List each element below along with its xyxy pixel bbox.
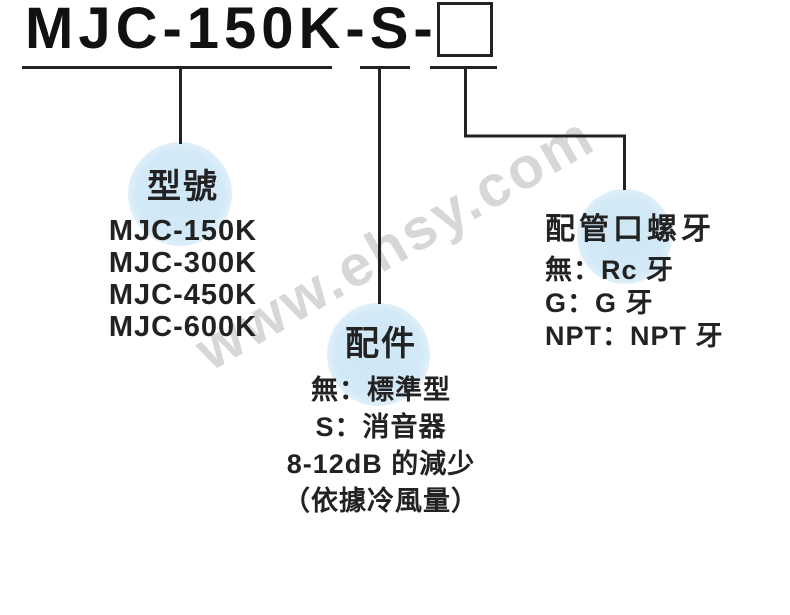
model-option: MJC-600K bbox=[108, 311, 258, 343]
accessory-option: 8-12dB 的減少 bbox=[286, 449, 476, 479]
model-option: MJC-150K bbox=[108, 215, 258, 247]
pipe-thread-option: 無：Rc 牙 bbox=[545, 255, 675, 285]
model-option: MJC-300K bbox=[108, 247, 258, 279]
pipe-thread-option: G：G 牙 bbox=[545, 288, 654, 318]
product-code-title: MJC-150K-S- bbox=[25, 0, 438, 61]
branch-pipe-thread: 配管口螺牙 無：Rc 牙 G：G 牙 NPT：NPT 牙 bbox=[545, 213, 724, 353]
thread-bubble bbox=[577, 189, 672, 284]
connector-thread bbox=[464, 67, 626, 190]
model-bubble bbox=[128, 142, 232, 246]
accessory-option: 無：標準型 bbox=[311, 375, 451, 405]
branch-label-pipe-thread: 配管口螺牙 bbox=[545, 213, 715, 246]
branch-accessory: 配件 無：標準型 S：消音器 8-12dB 的減少 （依據冷風量） bbox=[283, 327, 479, 520]
branch-model: 型號 MJC-150K MJC-300K MJC-450K MJC-600K bbox=[109, 169, 257, 344]
pipe-thread-option: NPT：NPT 牙 bbox=[545, 321, 724, 351]
pipe-thread-options: 無：Rc 牙 G：G 牙 NPT：NPT 牙 bbox=[545, 254, 724, 353]
accessory-bubble bbox=[327, 303, 430, 406]
accessory-option: （依據冷風量） bbox=[283, 486, 479, 516]
blank-option-box-icon bbox=[437, 2, 493, 57]
accessory-option: S：消音器 bbox=[315, 412, 447, 442]
accessory-options: 無：標準型 S：消音器 8-12dB 的減少 （依據冷風量） bbox=[283, 372, 479, 520]
model-options: MJC-150K MJC-300K MJC-450K MJC-600K bbox=[109, 215, 257, 343]
branch-label-model: 型號 bbox=[147, 169, 219, 206]
branch-label-accessory: 配件 bbox=[345, 326, 417, 363]
model-option: MJC-450K bbox=[108, 279, 258, 311]
